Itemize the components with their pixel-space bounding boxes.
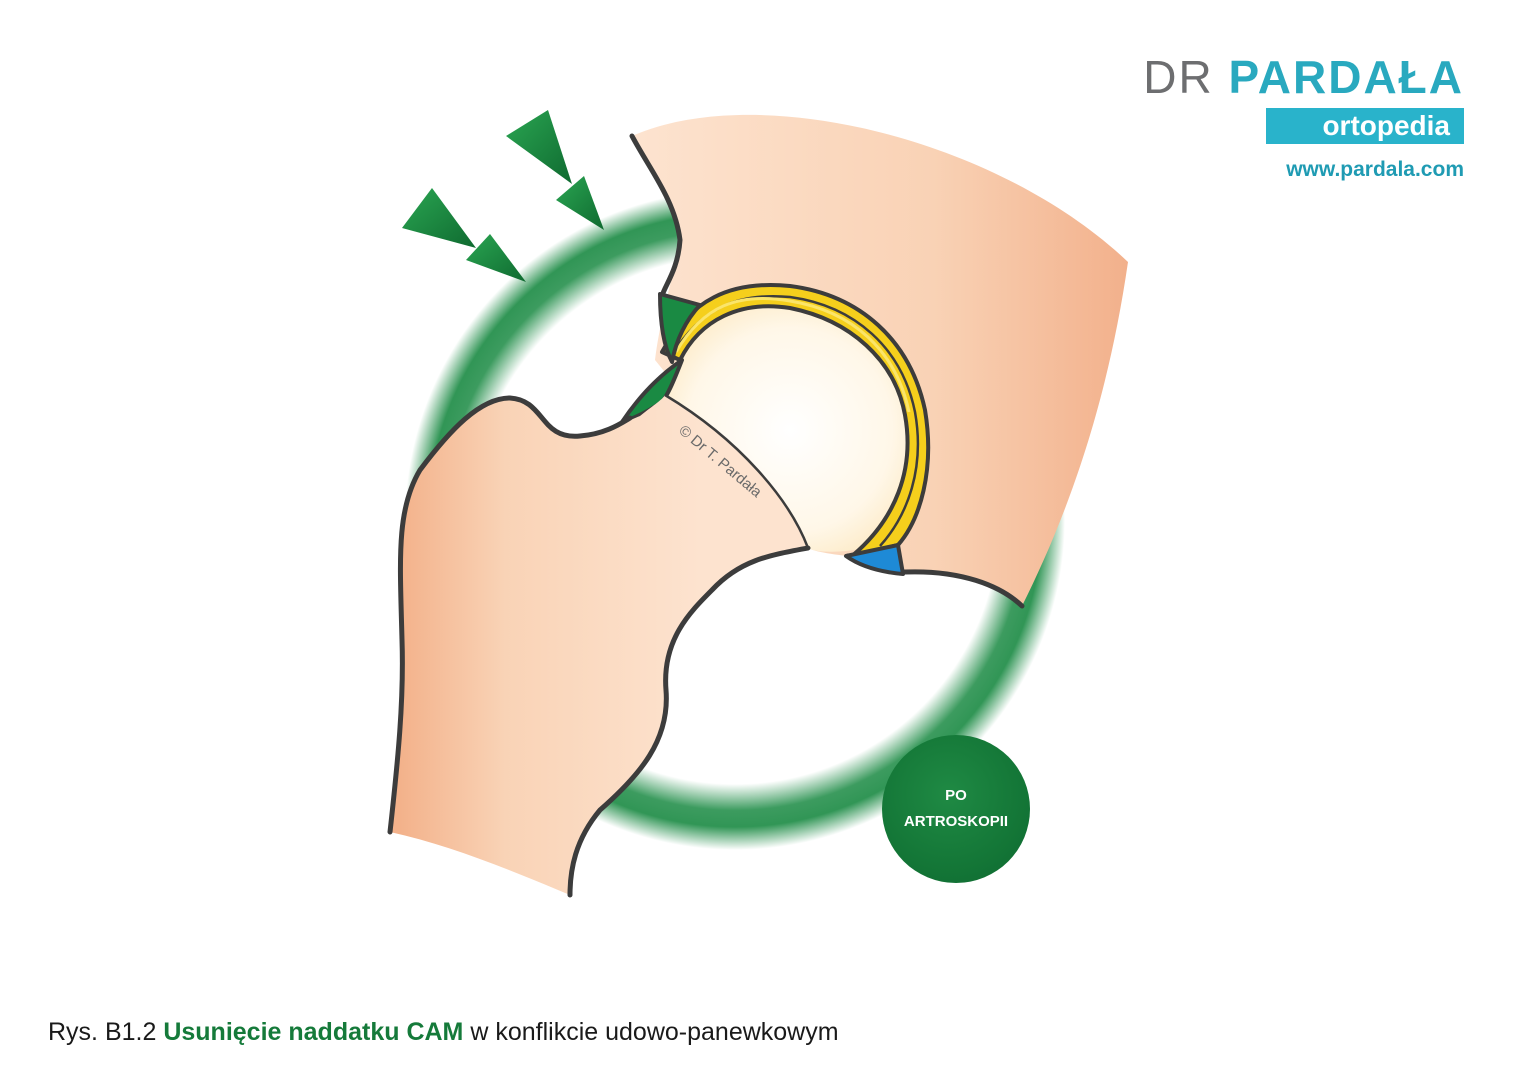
brand-prefix: DR [1143,51,1214,103]
femur-bone [390,395,808,895]
femur-neck-outline [567,545,811,898]
femoral-neck-labrum [620,358,684,424]
caption-highlight: Usunięcie naddatku CAM [163,1018,464,1046]
lower-labrum-blue [844,543,905,576]
caption-suffix: w konflikcie udowo-panewkowym [470,1018,839,1046]
femoral-head [665,301,919,552]
arrow-triangle-1 [506,110,572,184]
status-badge: PO ARTROSKOPII [882,735,1030,883]
figure-caption: Rys. B1.2 Usunięcie naddatku CAM w konfl… [48,1018,839,1047]
arrow-triangle-4 [466,234,526,282]
badge-line-1: PO [945,787,967,804]
brand-tagline: ortopedia [1266,108,1464,144]
upper-labrum [658,292,702,364]
brand-url: www.pardala.com [1286,158,1464,181]
brand-title: DR PARDAŁA [1143,50,1464,104]
head-neck-junction-line [664,393,810,549]
cartilage-highlight [674,296,911,413]
femur-outline [387,395,633,835]
pelvis-outline [629,133,683,299]
brand-name: PARDAŁA [1228,51,1464,103]
caption-prefix: Rys. B1.2 [48,1018,157,1046]
badge-line-2: ARTROSKOPII [903,813,1009,830]
brand-logo: DR PARDAŁA ortopedia www.pardala.com [1143,50,1464,182]
arrow-triangle-2 [556,176,604,230]
arrow-triangle-3 [402,188,476,248]
impingement-arrows [402,110,604,282]
